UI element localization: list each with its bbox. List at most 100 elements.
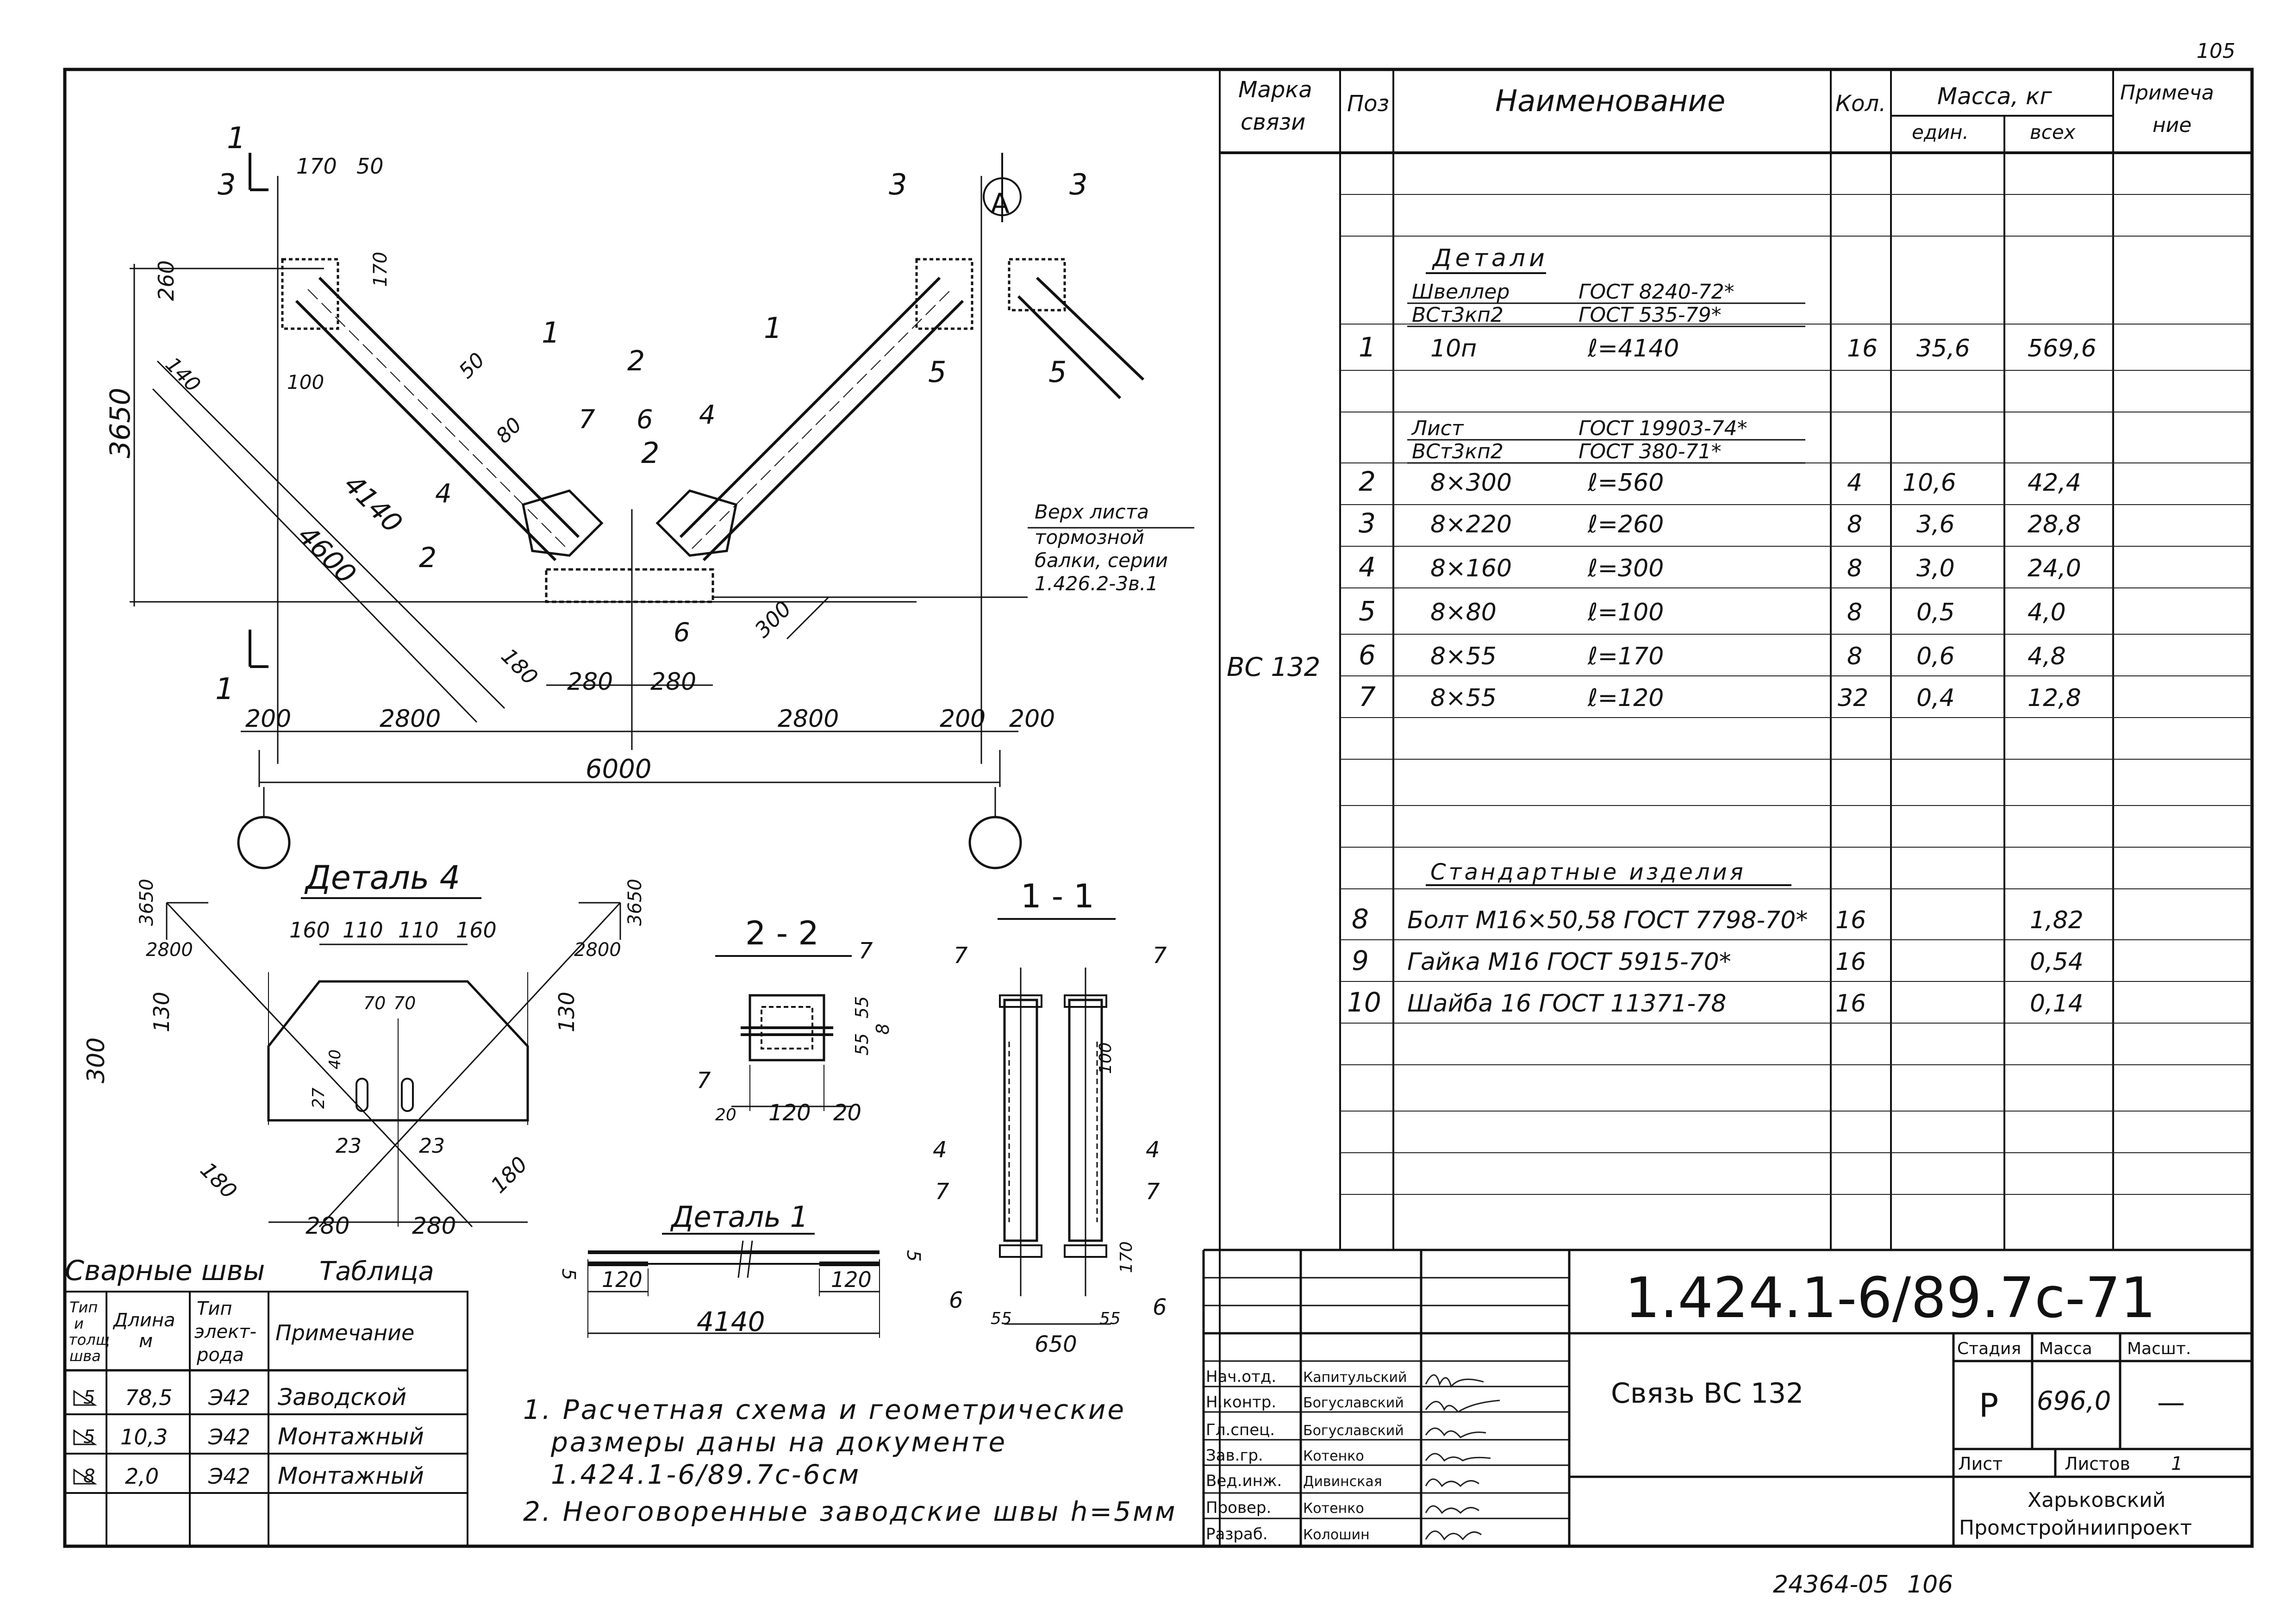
s11-callout-7-tr: 7 xyxy=(1153,943,1167,968)
row-len: ℓ=100 xyxy=(1587,599,1664,626)
sheet-gost: ГОСТ 19903-74* xyxy=(1578,417,1747,440)
callout-7: 7 xyxy=(579,405,595,435)
spec-header-mark-2: связи xyxy=(1241,109,1305,135)
note-sheet-1: Верх листа xyxy=(1035,500,1149,523)
std-name: Гайка М16 ГОСТ 5915-70* xyxy=(1407,948,1731,976)
d4-top-160a: 160 xyxy=(289,918,330,943)
staff-role: Нач.отд. xyxy=(1206,1368,1276,1386)
row-name: 8×55 xyxy=(1430,643,1497,670)
row-unit: 0,5 xyxy=(1916,599,1955,626)
s11-100: 100 xyxy=(1096,1042,1115,1074)
row-unit: 3,6 xyxy=(1916,511,1955,538)
weld-note: Заводской xyxy=(278,1384,406,1411)
note-sheet-3: балки, серии xyxy=(1035,549,1168,572)
row-pos: 7 xyxy=(1359,681,1376,712)
doc-title: Связь ВС 132 xyxy=(1611,1377,1803,1410)
dim-300: 300 xyxy=(750,596,796,643)
callout-6: 6 xyxy=(636,405,653,435)
weld-table-grid xyxy=(64,1291,468,1547)
section-1-1-drawing xyxy=(999,968,1111,1325)
spec-header-all: всех xyxy=(2030,121,2076,144)
d4-2800-right: 2800 xyxy=(574,939,621,961)
row-pos: 6 xyxy=(1359,639,1376,671)
weld-length: 2,0 xyxy=(125,1464,159,1489)
section-2-2-labels: 2 - 2 7 7 55 55 8 20 120 20 xyxy=(697,914,893,1126)
bottom-code: 24364-05 xyxy=(1773,1571,1889,1599)
dim-280b: 280 xyxy=(650,668,696,696)
sheet-label-tb: Лист xyxy=(1958,1454,2003,1474)
staff-role: Провер. xyxy=(1206,1499,1271,1517)
dim-2800b: 2800 xyxy=(778,705,839,733)
callout-6-bottom: 6 xyxy=(674,618,690,648)
callout-3-left: 3 xyxy=(218,168,236,201)
staff-name: Колошин xyxy=(1303,1527,1370,1543)
s11-55a: 55 xyxy=(991,1309,1012,1328)
weld-h-type-3: толщ xyxy=(69,1331,110,1349)
dim-280: 280 xyxy=(567,668,613,696)
staff-role: Гл.спец. xyxy=(1206,1421,1275,1439)
spec-header-name: Наименование xyxy=(1495,84,1725,119)
channel-gost: ГОСТ 8240-72* xyxy=(1578,280,1734,304)
weld-h-length-1: Длина xyxy=(112,1310,175,1331)
row-pos: 4 xyxy=(1359,551,1376,583)
d4-130-left: 130 xyxy=(149,992,174,1032)
org-name-1: Харьковский xyxy=(2028,1488,2165,1512)
stage-label: Стадия xyxy=(1957,1339,2021,1358)
sheet-steel-gost: ГОСТ 380-71* xyxy=(1578,440,1722,463)
row-name: 8×220 xyxy=(1430,511,1512,538)
row-len: ℓ=120 xyxy=(1587,684,1664,712)
mark-value: ВС 132 xyxy=(1227,652,1320,682)
s11-55b: 55 xyxy=(1099,1309,1121,1328)
weld-electrode: Э42 xyxy=(208,1385,250,1410)
staff-role: Разраб. xyxy=(1206,1525,1268,1543)
main-view-labels: 170 50 260 170 140 100 3650 4140 4600 50… xyxy=(104,121,1168,784)
d4-300: 300 xyxy=(82,1037,110,1083)
mass-label: Масса xyxy=(2039,1339,2092,1358)
weld-electrode: Э42 xyxy=(208,1464,250,1489)
row-qty: 8 xyxy=(1847,511,1862,538)
detail-4-drawing xyxy=(166,902,621,1228)
d4-top-160b: 160 xyxy=(456,918,497,943)
weld-h-type-1: Тип xyxy=(69,1299,98,1316)
row-unit: 10,6 xyxy=(1903,469,1956,497)
weld-symbol-icon xyxy=(73,1390,97,1406)
s22-callout-7-top: 7 xyxy=(859,938,873,964)
row-len: ℓ=4140 xyxy=(1587,335,1679,362)
std-qty: 16 xyxy=(1835,990,1866,1018)
dim-140: 140 xyxy=(161,353,205,397)
std-row: 8 Болт М16×50,58 ГОСТ 7798-70* 16 1,82 xyxy=(1352,903,2084,935)
weld-h-type-2: и xyxy=(74,1315,84,1332)
staff-name: Капитульский xyxy=(1303,1369,1407,1386)
section-mark-2-top: 2 xyxy=(627,345,645,377)
note-sheet-2: тормозной xyxy=(1035,526,1144,549)
row-unit: 0,4 xyxy=(1916,684,1955,712)
row-all: 24,0 xyxy=(2028,555,2081,582)
dim-200c: 200 xyxy=(1009,705,1055,733)
channel-steel-gost: ГОСТ 535-79* xyxy=(1578,303,1722,327)
d1-5b: 5 xyxy=(903,1250,924,1262)
std-row: 10 Шайба 16 ГОСТ 11371-78 16 0,14 xyxy=(1347,987,2084,1018)
dim-3650: 3650 xyxy=(104,387,137,458)
section-mark-1-bottom: 1 xyxy=(215,672,234,706)
std-name: Шайба 16 ГОСТ 11371-78 xyxy=(1407,990,1726,1018)
bottom-page: 106 xyxy=(1907,1571,1953,1599)
detail-1-labels: Деталь 1 120 120 4140 5 5 xyxy=(558,1200,924,1337)
sheet-steel: ВСт3кп2 xyxy=(1412,440,1504,463)
weld-length: 10,3 xyxy=(120,1424,168,1449)
dim-50: 50 xyxy=(356,154,384,179)
row-qty: 32 xyxy=(1838,684,1868,712)
staff-name: Котенко xyxy=(1303,1500,1364,1517)
page-corner-number: 105 xyxy=(2196,39,2235,63)
dim-100: 100 xyxy=(287,371,324,394)
detail-1-title: Деталь 1 xyxy=(670,1200,808,1234)
dim-170: 170 xyxy=(296,154,337,179)
scale-value: — xyxy=(2157,1387,2185,1419)
weld-h-length-2: м xyxy=(139,1330,153,1352)
staff-name: Дивинская xyxy=(1303,1474,1382,1490)
doc-number: 1.424.1-6/89.7с-71 xyxy=(1625,1266,2156,1330)
d1-120b: 120 xyxy=(831,1267,872,1292)
spec-header-qty: Кол. xyxy=(1835,91,1886,117)
row-unit: 35,6 xyxy=(1916,335,1970,362)
s22-20b: 20 xyxy=(833,1100,861,1126)
s22-55a: 55 xyxy=(852,996,872,1018)
